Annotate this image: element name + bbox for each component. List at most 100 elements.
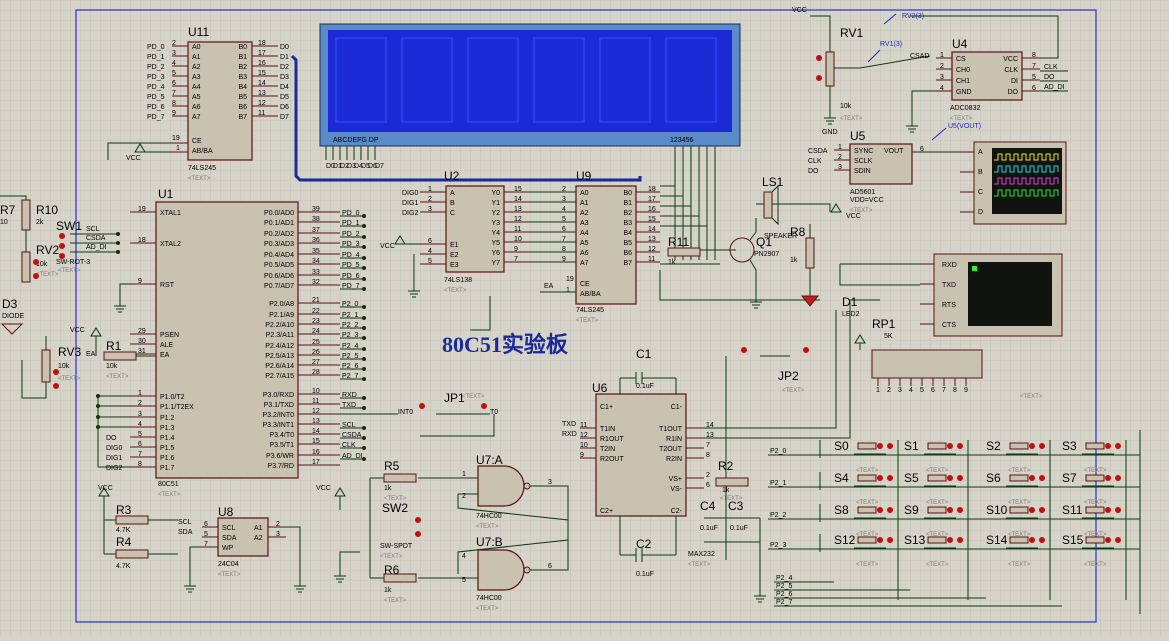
text-placeholder: <TEXT> [58, 376, 81, 382]
jp1-pin[interactable] [419, 403, 425, 409]
c4-ref: C4 [700, 499, 716, 513]
r1-resistor[interactable] [103, 351, 137, 361]
key-s13[interactable]: S13<TEXT> [904, 533, 963, 568]
u9-part: 74LS245 [576, 307, 604, 314]
key-col-net: P2_7 [776, 599, 792, 606]
r10-resistor[interactable] [21, 199, 31, 231]
r4-resistor[interactable] [115, 549, 149, 559]
key-s4[interactable]: S4<TEXT> [834, 471, 893, 506]
sw2-contact[interactable] [415, 517, 421, 523]
rp1-resistor-pack[interactable] [871, 349, 983, 379]
u4-right-net: CLK [1044, 64, 1058, 71]
key-s10[interactable]: S10<TEXT> [986, 503, 1045, 538]
key-text-tag: <TEXT> [1084, 500, 1107, 506]
u1-left-num: 29 [138, 328, 146, 335]
key-s1[interactable]: S1<TEXT> [904, 439, 963, 474]
terminal-dot[interactable] [816, 55, 822, 61]
terminal-pin: TXD [942, 282, 956, 289]
sw1-contact[interactable] [59, 233, 65, 239]
board-title: 80C51实验板 [442, 332, 569, 357]
ls1-speaker[interactable] [763, 191, 773, 219]
d3-diode[interactable] [0, 323, 24, 335]
r6-resistor[interactable] [383, 573, 417, 583]
u6-left-pin: R1OUT [600, 436, 624, 443]
u4-right-pin: DO [1008, 89, 1019, 96]
rv1-pot[interactable] [825, 51, 835, 87]
u9-b-pin: B7 [623, 260, 632, 267]
r8-ref: R8 [790, 225, 806, 239]
u9-b-num: 17 [648, 196, 656, 203]
key-s8[interactable]: S8<TEXT> [834, 503, 893, 538]
key-s6[interactable]: S6<TEXT> [986, 471, 1045, 506]
r11-resistor[interactable] [667, 247, 701, 257]
jp1-pin[interactable] [481, 403, 487, 409]
rv3-wiper[interactable] [53, 369, 59, 375]
u9-74ls245[interactable] [575, 185, 637, 305]
u7a-nand-gate[interactable] [477, 465, 525, 507]
u2-74ls138[interactable] [445, 185, 505, 273]
q1-transistor[interactable] [729, 237, 755, 263]
key-s3[interactable]: S3<TEXT> [1062, 439, 1121, 474]
key-row-net: P2_0 [770, 448, 786, 455]
u7b-nand-gate[interactable] [477, 549, 525, 591]
sw2-vcc: VCC [316, 485, 331, 492]
key-s14[interactable]: S14<TEXT> [986, 533, 1045, 568]
rv2-pin[interactable] [33, 273, 39, 279]
u4-right-num: 5 [1032, 74, 1036, 81]
key-s5[interactable]: S5<TEXT> [904, 471, 963, 506]
key-s9[interactable]: S9 <TEXT> [904, 503, 963, 538]
r8-resistor[interactable] [805, 237, 815, 269]
u1-80c51[interactable] [155, 201, 299, 479]
u1-right-num: 17 [312, 459, 320, 466]
u6-max232[interactable] [595, 393, 687, 517]
key-text-tag: <TEXT> [926, 500, 949, 506]
key-s12[interactable]: S12<TEXT> [834, 533, 893, 568]
u1-left-pin: P1.4 [160, 435, 175, 442]
u4-left-num: 3 [940, 74, 944, 81]
key-s2[interactable]: S2<TEXT> [986, 439, 1045, 474]
u8-24c04[interactable] [217, 517, 269, 557]
u1-right-num: 22 [312, 308, 320, 315]
u1-right-pin: P0.6/AD6 [264, 273, 294, 280]
r3-resistor[interactable] [115, 515, 149, 525]
d1-led[interactable] [800, 295, 820, 307]
u5-ad5601[interactable] [849, 143, 913, 185]
text-placeholder: <TEXT> [58, 268, 81, 274]
u6-left-num: 12 [580, 432, 588, 439]
r2-resistor[interactable] [715, 477, 749, 487]
u7b-part: 74HC00 [476, 595, 502, 602]
u1-left-num: 31 [138, 348, 146, 355]
u1-left-num: 30 [138, 338, 146, 345]
u9-b-num: 14 [648, 226, 656, 233]
u1-right-net: AD_DI [342, 453, 363, 460]
jp2-pin[interactable] [741, 347, 747, 353]
key-s15[interactable]: S15<TEXT> [1062, 533, 1121, 568]
jp2-pin[interactable] [803, 347, 809, 353]
rv2-pin[interactable] [33, 259, 39, 265]
u1-right-num: 21 [312, 297, 320, 304]
sw1-contact[interactable] [59, 243, 65, 249]
key-s0[interactable]: S0<TEXT> [834, 439, 893, 474]
u1-left-net: DO [106, 435, 117, 442]
key-label: S9 [904, 503, 919, 517]
u11-b-pin: B3 [238, 74, 247, 81]
sw1-contact[interactable] [59, 253, 65, 259]
rv1-probe: RV1(3) [880, 41, 902, 48]
key-s7[interactable]: S7<TEXT> [1062, 471, 1121, 506]
rv3-wiper[interactable] [53, 383, 59, 389]
rv3-vcc-label: VCC [70, 327, 85, 334]
sw2-contact[interactable] [415, 531, 421, 537]
r5-resistor[interactable] [383, 473, 417, 483]
u1-right-pin: P3.3/INT1 [262, 422, 294, 429]
u1-right-num: 15 [312, 438, 320, 445]
rv3-pot[interactable] [41, 349, 51, 383]
rv2-pot[interactable] [21, 251, 31, 283]
key-s11[interactable]: S11<TEXT> [1062, 503, 1121, 538]
u1-left-num: 19 [138, 206, 146, 213]
u4-adc0832[interactable] [951, 51, 1023, 101]
terminal-dot[interactable] [816, 75, 822, 81]
u11-74ls245[interactable] [187, 41, 253, 161]
u1-right-num: 14 [312, 428, 320, 435]
u1-right-net: PD_5 [342, 262, 360, 269]
